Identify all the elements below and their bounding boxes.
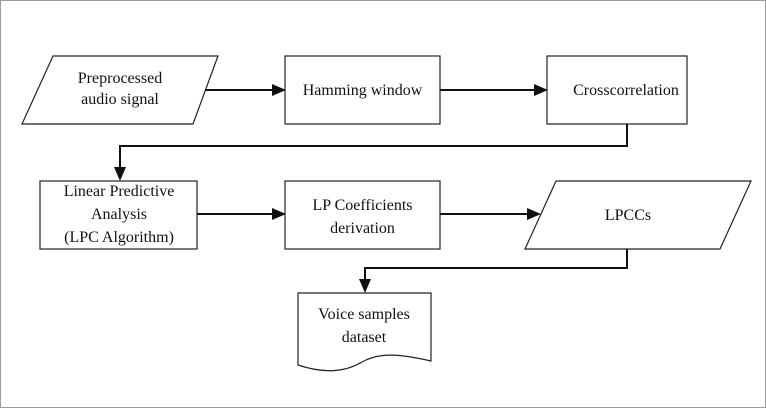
input-label-line-1: Preprocessed <box>78 70 162 87</box>
hamming-window-label: Hamming window <box>303 82 423 99</box>
edge-lpccs-dataset <box>364 249 628 283</box>
lpc-label-line-3: (LPC Algorithm) <box>64 229 174 246</box>
lpc-analysis-box <box>39 180 198 250</box>
lpc-label-line-1: Linear Predictive <box>64 183 175 200</box>
lpccs-parallelogram <box>524 180 752 250</box>
arrowhead-icon <box>114 167 126 181</box>
dataset-label-line-1: Voice samples <box>318 306 410 323</box>
hamming-window-box <box>284 55 441 125</box>
dataset-label-line-2: dataset <box>342 329 387 346</box>
arrowhead-icon <box>534 84 548 96</box>
arrowhead-icon <box>359 279 371 293</box>
crosscorrelation-box <box>546 55 688 125</box>
arrowhead-icon <box>272 84 286 96</box>
lp-coefficients-label-line-2: derivation <box>330 220 395 237</box>
edge-crosscorr-lpc <box>119 124 628 171</box>
crosscorrelation-label: Crosscorrelation <box>573 82 679 99</box>
lp-coefficients-label-line-1: LP Coefficients <box>313 197 413 214</box>
lpc-label-line-2: Analysis <box>91 206 147 223</box>
input-label-line-2: audio signal <box>81 91 159 108</box>
lp-coefficients-box <box>284 180 441 250</box>
voice-dataset-document <box>297 292 432 372</box>
arrowhead-icon <box>527 208 541 220</box>
arrowhead-icon <box>272 208 286 220</box>
connectors <box>114 84 628 293</box>
input-parallelogram <box>21 55 219 125</box>
lpccs-label: LPCCs <box>605 207 651 224</box>
